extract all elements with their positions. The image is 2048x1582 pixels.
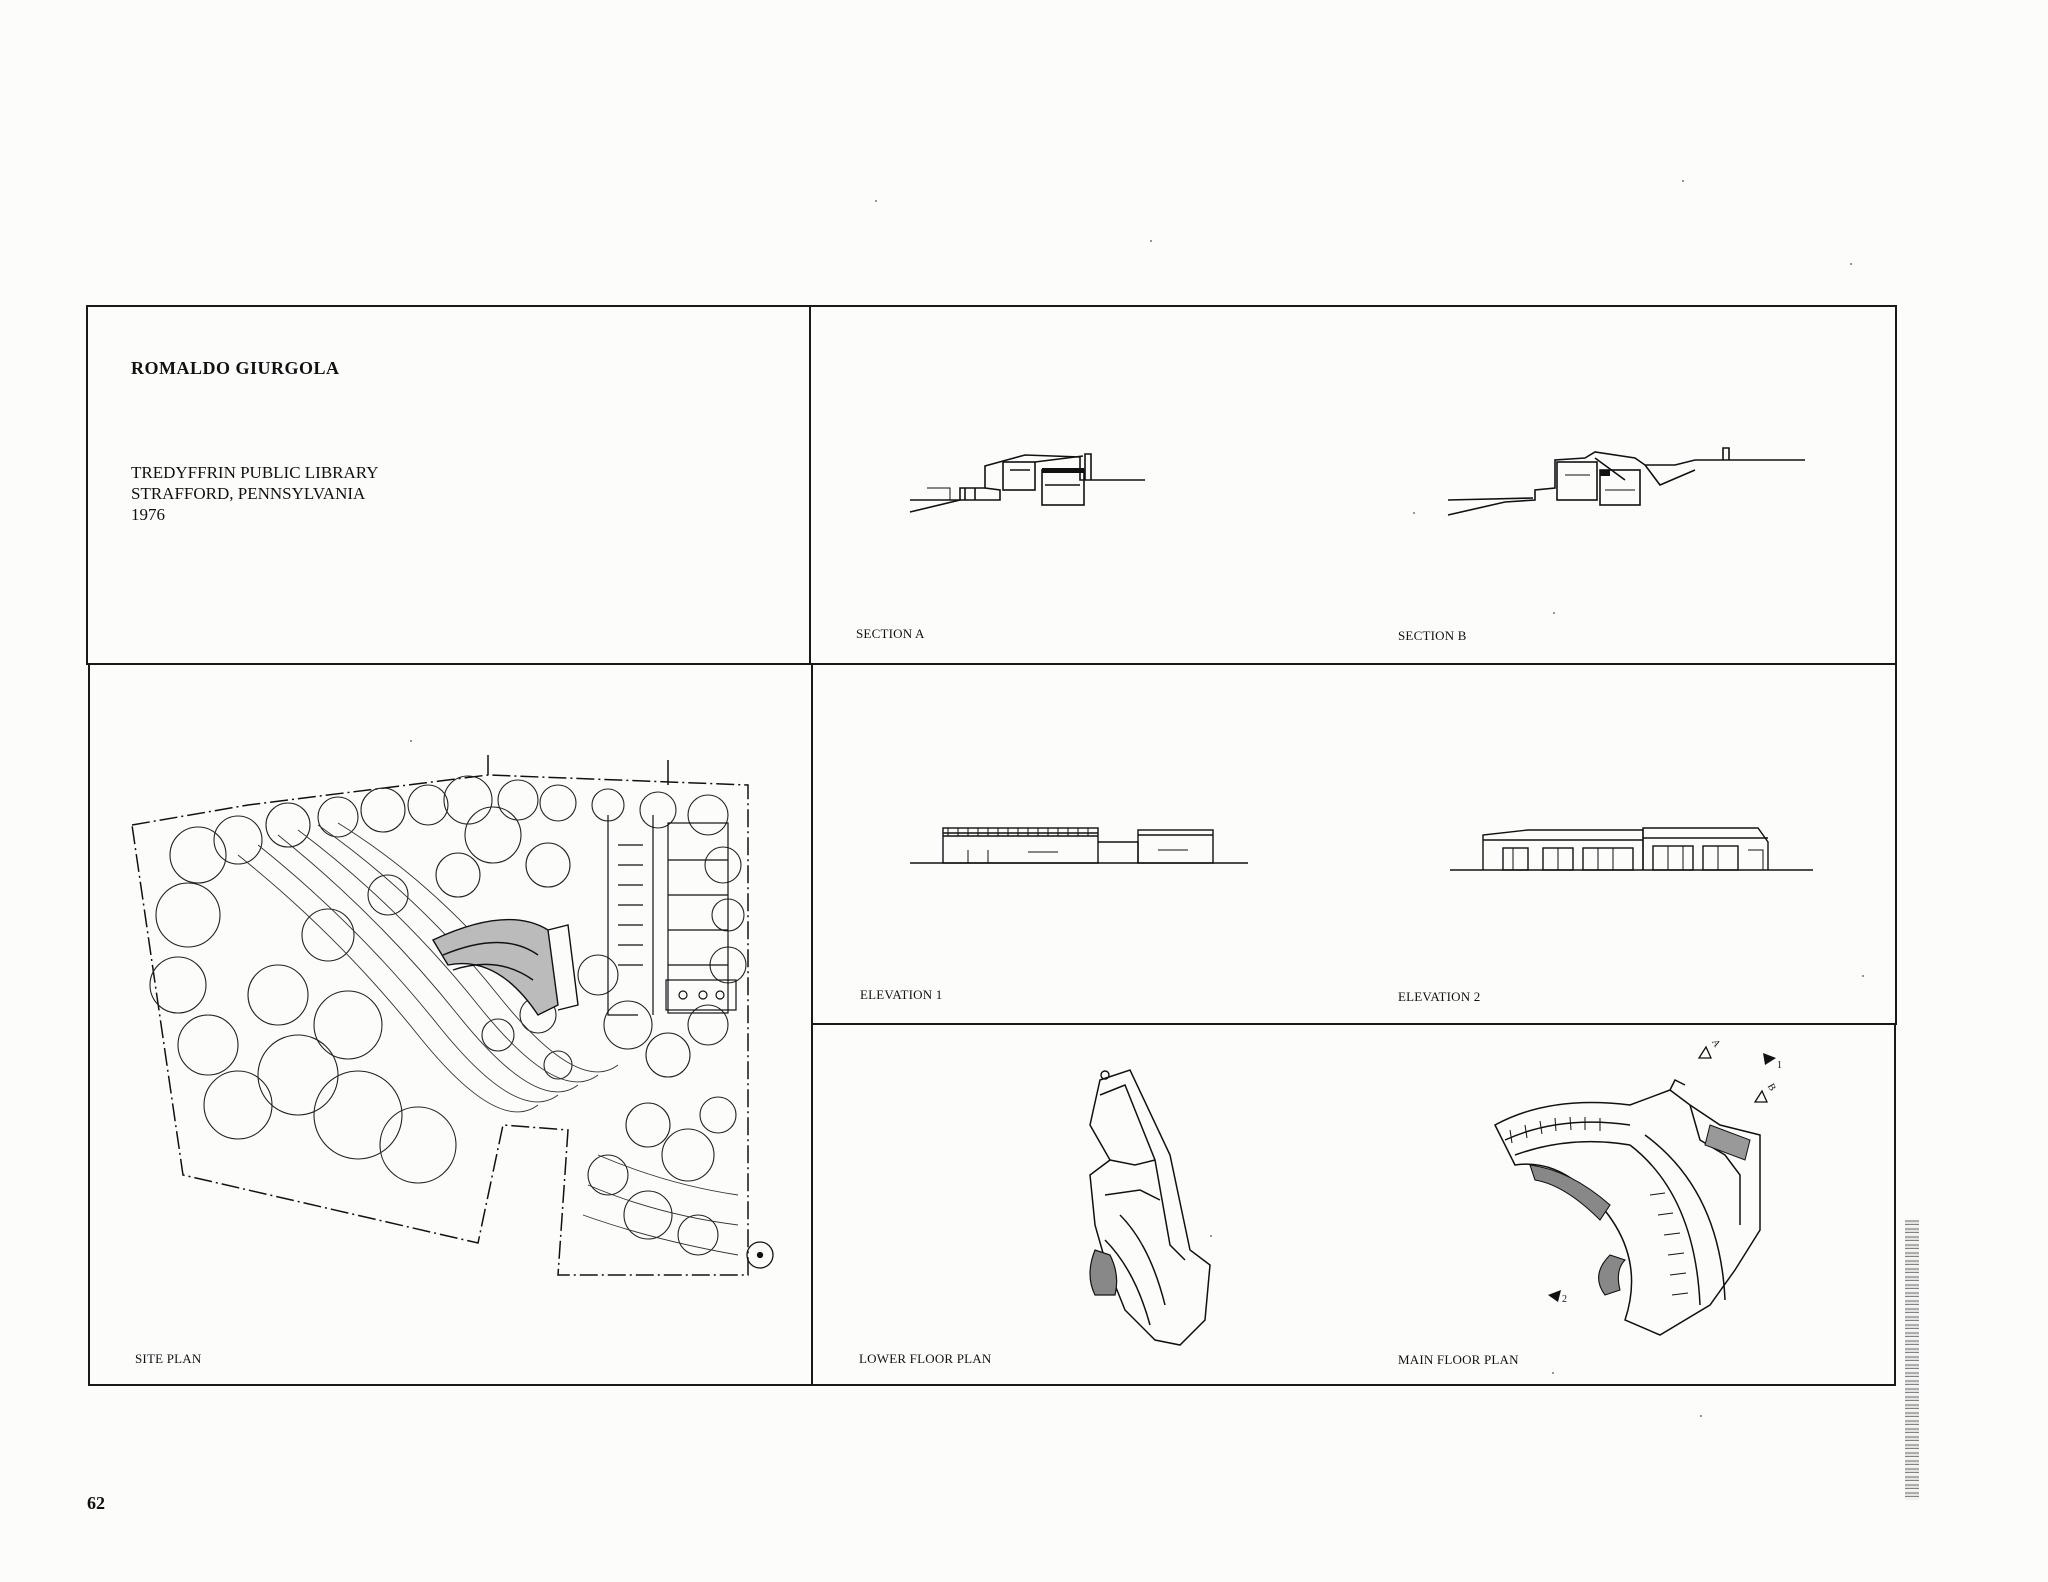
scan-speck (875, 200, 877, 202)
scan-edge-artifact (1905, 1220, 1919, 1500)
main-floor-plan-drawing (1494, 1078, 1761, 1336)
scan-speck (1210, 1235, 1212, 1237)
lower-floor-plan-drawing (1089, 1069, 1211, 1346)
project-name: TREDYFFRIN PUBLIC LIBRARY (131, 463, 379, 482)
floor-plans-panel (811, 1023, 1896, 1386)
elevation-2-drawing (1450, 827, 1813, 871)
scan-speck (1553, 612, 1555, 614)
section-b-caption: SECTION B (1398, 628, 1467, 643)
elevation-2-marker-number: 2 (1562, 1294, 1568, 1305)
section-b-marker-icon (1753, 1089, 1769, 1103)
scan-speck (1850, 263, 1852, 265)
elevation-1-caption: ELEVATION 1 (860, 987, 943, 1002)
page-number: 62 (87, 1493, 105, 1513)
scan-speck (1150, 240, 1152, 242)
elevation-2-caption: ELEVATION 2 (1398, 989, 1481, 1004)
section-a-caption: SECTION A (856, 626, 925, 641)
elevation-1-drawing (910, 827, 1248, 864)
scan-speck (1413, 512, 1415, 514)
section-b-drawing (1447, 447, 1805, 516)
section-a-marker-icon (1697, 1045, 1713, 1059)
project-year: 1976 (131, 505, 165, 524)
elevation-2-marker-icon (1548, 1290, 1561, 1302)
architect-name: ROMALDO GIURGOLA (131, 358, 340, 378)
site-plan-caption: SITE PLAN (135, 1351, 202, 1366)
lower-floor-plan-caption: LOWER FLOOR PLAN (859, 1351, 992, 1366)
section-a-drawing (909, 453, 1145, 513)
elevation-1-marker-icon (1763, 1053, 1776, 1065)
scan-speck (1552, 1372, 1554, 1374)
scan-speck (1862, 975, 1864, 977)
site-plan-drawing (131, 755, 774, 1276)
project-location: STRAFFORD, PENNSYLVANIA (131, 484, 366, 503)
scan-speck (1682, 180, 1684, 182)
project-info: TREDYFFRIN PUBLIC LIBRARY STRAFFORD, PEN… (131, 462, 378, 525)
scan-speck (410, 740, 412, 742)
elevation-1-marker-number: 1 (1777, 1060, 1783, 1071)
scan-speck (1700, 1415, 1702, 1417)
main-floor-plan-caption: MAIN FLOOR PLAN (1398, 1352, 1519, 1367)
